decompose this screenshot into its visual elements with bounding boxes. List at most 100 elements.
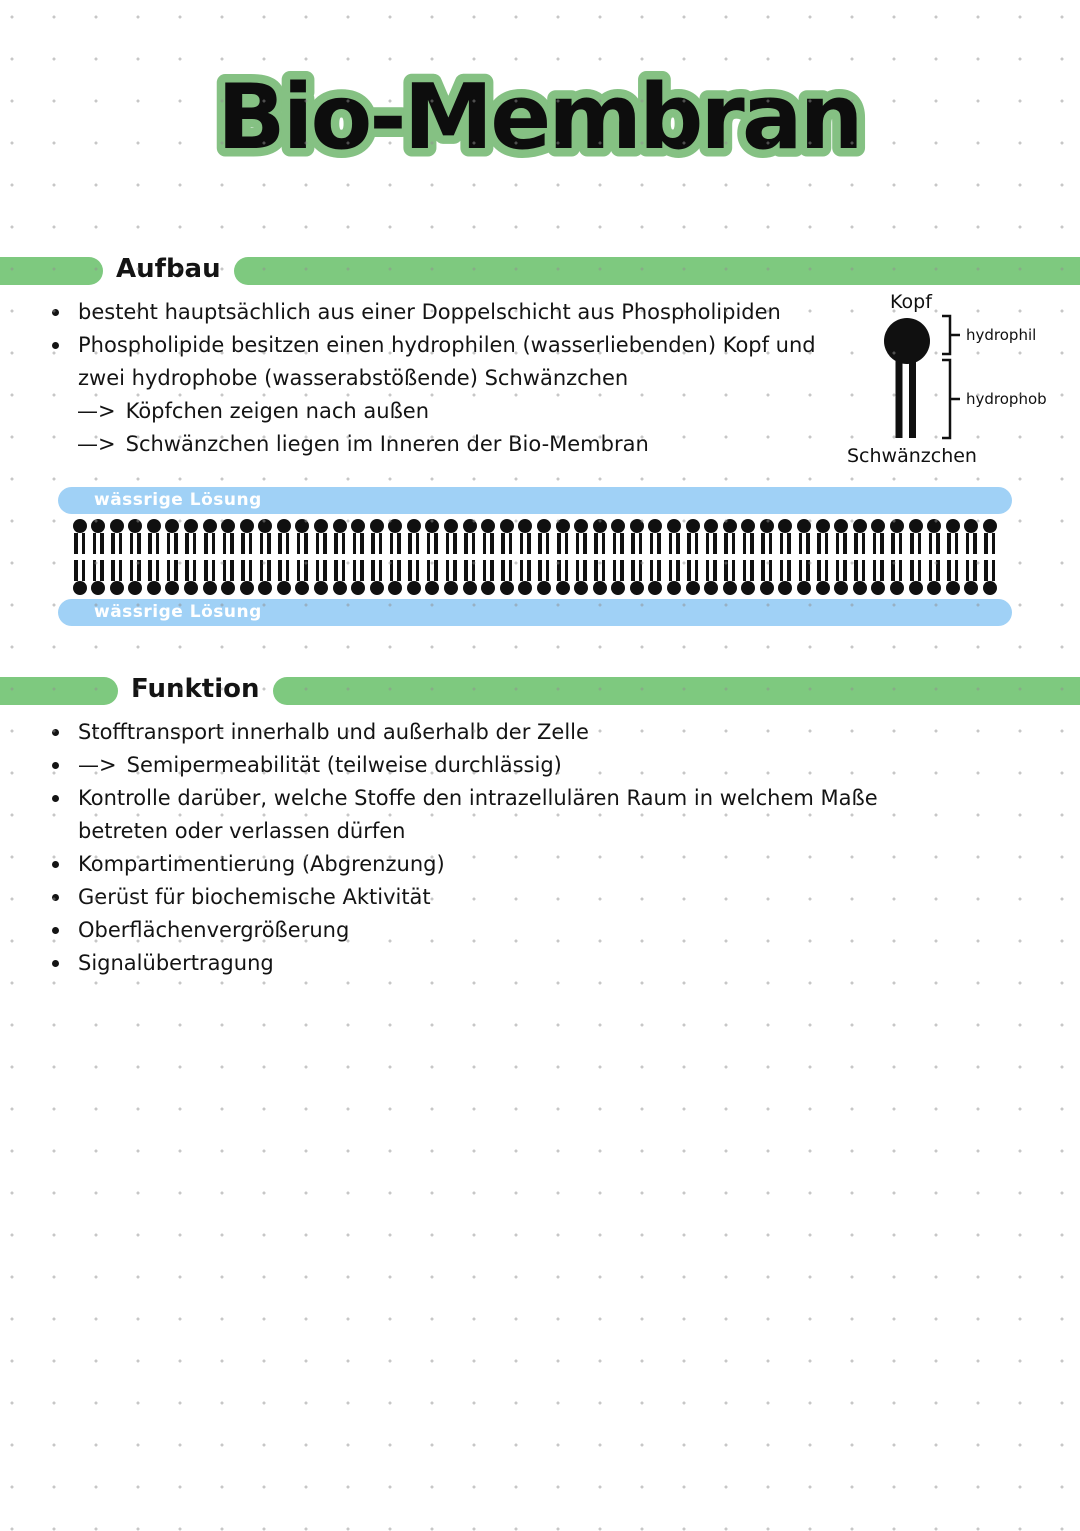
section-title-aufbau: Aufbau <box>116 254 221 284</box>
header-bar-right <box>272 677 1080 705</box>
phospholipid-icon <box>146 519 161 595</box>
phospholipid-icon <box>778 519 793 595</box>
header-bar-left <box>0 257 103 285</box>
bullet-icon <box>52 762 59 769</box>
phospholipid-icon <box>314 519 329 595</box>
list-item: Oberflächenvergrößerung <box>44 914 944 947</box>
phospholipid-icon <box>982 519 997 595</box>
phospholipid-icon <box>648 519 663 595</box>
phospholipid-icon <box>722 519 737 595</box>
lipid-head-icon <box>884 318 930 364</box>
hydrophob-bracket-icon <box>942 358 960 440</box>
phospholipid-icon <box>221 519 236 595</box>
phospholipid-icon <box>165 519 180 595</box>
item-text: besteht hauptsächlich aus einer Doppelsc… <box>78 300 781 324</box>
phospholipid-icon <box>871 519 886 595</box>
phospholipid-icon <box>406 519 421 595</box>
list-item: —> Semipermeabilität (teilweise durchläss… <box>44 749 944 782</box>
bullet-icon <box>52 894 59 901</box>
bullet-icon <box>52 960 59 967</box>
section-title-funktion: Funktion <box>131 674 260 704</box>
phospholipid-icon <box>611 519 626 595</box>
phospholipid-icon <box>202 519 217 595</box>
phospholipid-icon <box>964 519 979 595</box>
section-header-aufbau: Aufbau <box>0 254 1080 285</box>
item-text: Schwänzchen liegen im Inneren der Bio-Me… <box>125 432 649 456</box>
solution-label-bottom: wässrige Lösung <box>94 602 262 622</box>
header-bar-left <box>0 677 118 705</box>
phospholipid-icon <box>276 519 291 595</box>
list-item: —> Köpfchen zeigen nach außen <box>44 395 844 428</box>
arrow-prefix: —> <box>77 399 116 423</box>
arrow-prefix: —> <box>78 753 117 777</box>
phospholipid-icon <box>685 519 700 595</box>
phospholipid-icon <box>351 519 366 595</box>
phospholipid-icon <box>462 519 477 595</box>
phospholipid-icon <box>369 519 384 595</box>
phospholipid-icon <box>481 519 496 595</box>
phospholipid-icon <box>574 519 589 595</box>
bullet-icon <box>52 927 59 934</box>
phospholipid-icon <box>555 519 570 595</box>
bullet-icon <box>52 861 59 868</box>
list-item: Stofftransport innerhalb und außerhalb d… <box>44 716 944 749</box>
bullet-icon <box>52 309 59 316</box>
phospholipid-icon <box>815 519 830 595</box>
phospholipid-icon <box>295 519 310 595</box>
arrow-prefix: —> <box>77 432 116 456</box>
list-item: Phospholipide besitzen einen hydrophilen… <box>44 329 844 395</box>
phospholipid-icon <box>258 519 273 595</box>
list-item: besteht hauptsächlich aus einer Doppelsc… <box>44 296 844 329</box>
phospholipid-icon <box>499 519 514 595</box>
hydrophob-label: hydrophob <box>966 390 1047 408</box>
phospholipid-icon <box>239 519 254 595</box>
phospholipid-icon <box>444 519 459 595</box>
list-item: Gerüst für biochemische Aktivität <box>44 881 944 914</box>
item-text: Phospholipide besitzen einen hydrophilen… <box>78 333 816 390</box>
phospholipid-icon <box>908 519 923 595</box>
phospholipid-icon <box>797 519 812 595</box>
phospholipid-icon <box>667 519 682 595</box>
item-text: Semipermeabilität (teilweise durchlässig… <box>126 753 562 777</box>
solution-bar-top: wässrige Lösung <box>58 487 1012 514</box>
section-header-funktion: Funktion <box>0 674 1080 705</box>
phospholipid-icon <box>704 519 719 595</box>
tail-label: Schwänzchen <box>847 445 977 467</box>
page-title-text: Bio-Membran <box>217 65 861 170</box>
phospholipid-icon <box>741 519 756 595</box>
aufbau-list: besteht hauptsächlich aus einer Doppelsc… <box>44 296 844 461</box>
lipid-tail-icon <box>909 358 916 438</box>
list-item: Kompartimentierung (Abgrenzung) <box>44 848 944 881</box>
phospholipid-icon <box>834 519 849 595</box>
lipid-tail-icon <box>895 358 903 438</box>
phospholipid-icon <box>889 519 904 595</box>
header-bar-right <box>233 257 1080 285</box>
item-text: Signalübertragung <box>78 951 274 975</box>
item-text: Kontrolle darüber, welche Stoffe den int… <box>78 786 878 843</box>
phospholipid-icon <box>592 519 607 595</box>
phospholipid-icon <box>945 519 960 595</box>
bullet-icon <box>52 795 59 802</box>
phospholipid-icon <box>759 519 774 595</box>
phospholipid-icon <box>91 519 106 595</box>
item-text: Gerüst für biochemische Aktivität <box>78 885 431 909</box>
phospholipid-diagram-svg: Kopf hydrophil hydrophob Schwänzchen <box>847 291 1047 467</box>
phospholipid-icon <box>128 519 143 595</box>
phospholipid-icon <box>852 519 867 595</box>
phospholipid-icon <box>332 519 347 595</box>
list-item: —> Schwänzchen liegen im Inneren der Bio-… <box>44 428 844 461</box>
list-item: Signalübertragung <box>44 947 944 980</box>
phospholipid-icon <box>425 519 440 595</box>
funktion-list: Stofftransport innerhalb und außerhalb d… <box>44 716 944 980</box>
membrane-diagram: wässrige Lösung wässrige Lösung <box>58 487 1012 626</box>
phospholipid-icon <box>629 519 644 595</box>
bullet-icon <box>52 729 59 736</box>
item-text: Kompartimentierung (Abgrenzung) <box>78 852 445 876</box>
hydrophil-label: hydrophil <box>966 326 1036 344</box>
solution-bar-bottom: wässrige Lösung <box>58 599 1012 626</box>
page-title: Bio-Membran <box>205 44 885 193</box>
phospholipid-diagram: Kopf hydrophil hydrophob Schwänzchen <box>843 286 1068 475</box>
hydrophil-bracket-icon <box>942 314 960 356</box>
item-text: Köpfchen zeigen nach außen <box>125 399 430 423</box>
